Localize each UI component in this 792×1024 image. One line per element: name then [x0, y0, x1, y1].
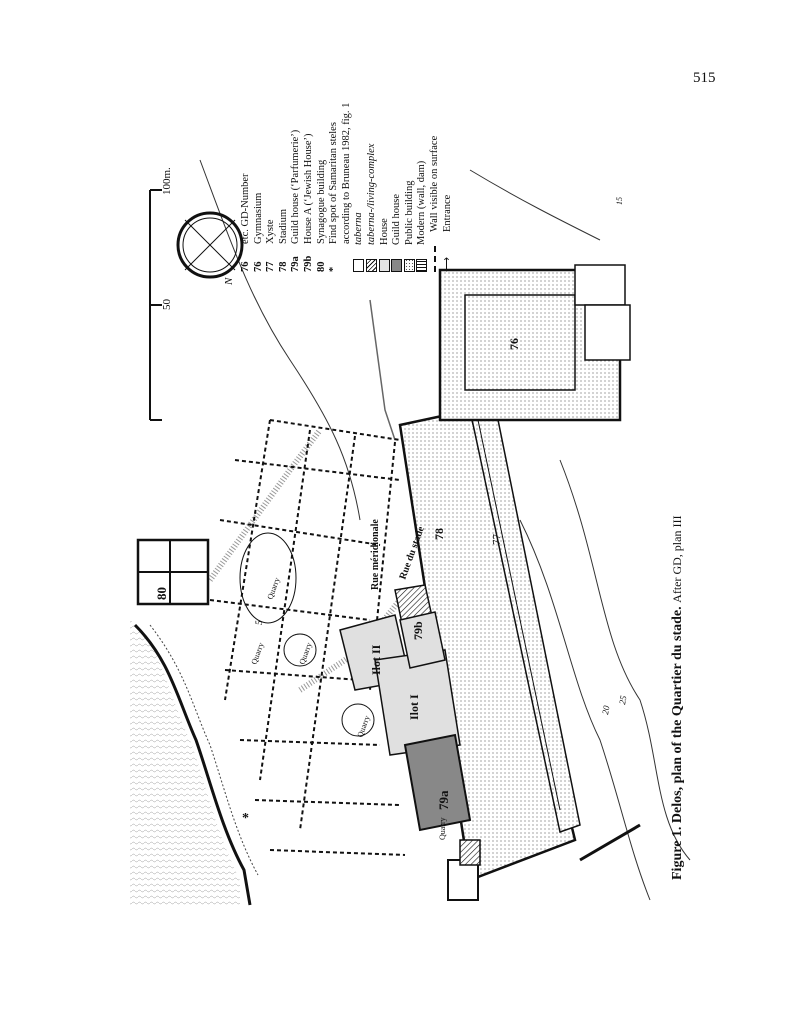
xyste-track — [477, 419, 561, 811]
legend-row: * Find spot of Samaritan steles — [328, 103, 341, 272]
label-guild-house: 79a — [436, 790, 451, 810]
label-quarry: Quarry — [265, 576, 281, 600]
quarry-pit — [239, 532, 297, 624]
legend-code: * — [328, 266, 340, 272]
legend-text: taberna — [353, 212, 365, 245]
synagogue-building-80 — [136, 538, 210, 606]
label-contour-20: 20 — [600, 704, 611, 715]
label-synagogue: 80 — [154, 587, 169, 600]
legend-text: etc. GD-Number — [240, 173, 251, 244]
legend-row: 76 etc. GD-Number — [240, 103, 253, 272]
figure-caption: Figure 1. Delos, plan of the Quartier du… — [670, 516, 686, 880]
label-gymnasium: 76 — [507, 338, 521, 350]
legend-row: 79b House A (‘Jewish House’) — [303, 103, 316, 272]
legend-code: 80 — [315, 261, 327, 273]
legend-row: House — [379, 103, 392, 272]
legend-swatch — [366, 259, 378, 272]
scale-label-50: 50 — [161, 299, 173, 311]
contour-line — [469, 169, 601, 241]
legend-row: taberna-/living-complex — [366, 103, 379, 272]
legend-swatch — [403, 259, 415, 272]
surface-walls — [209, 419, 406, 856]
label-house-a: 79b — [411, 621, 425, 640]
north-arrow — [176, 211, 244, 279]
legend-code: 78 — [277, 261, 289, 273]
quarry-pit — [283, 633, 317, 667]
legend-swatch: ⟶ — [441, 256, 453, 272]
contour-line — [519, 519, 651, 901]
north-label: N — [223, 277, 235, 286]
legend-row: ⟶ Entrance — [442, 103, 455, 272]
find-spot-star: * — [242, 811, 249, 826]
south-buildings — [447, 839, 481, 901]
label-ilot-1: Ilot I — [407, 694, 421, 720]
scale-label-100: 100m. — [161, 167, 173, 195]
legend-row: 76 Gymnasium — [253, 103, 266, 272]
modern-road — [369, 299, 396, 441]
label-ilot-2: Ilot II — [369, 644, 383, 675]
caption-bold: Figure 1. Delos, plan of the Quartier du… — [670, 606, 685, 880]
legend-code: 77 — [265, 261, 277, 273]
stadium-entrance — [579, 823, 641, 862]
scale-bar — [149, 189, 162, 421]
coastline — [133, 623, 252, 906]
map-legend: 76 etc. GD-Number 76 Gymnasium 77 Xyste 78 Stad… — [240, 103, 454, 272]
legend-row: 80 Synagogue building — [316, 103, 329, 272]
quarry-pit — [341, 703, 375, 737]
legend-row: Public building — [404, 103, 417, 272]
legend-text: according to Bruneau 1982, fig. 1 — [340, 102, 352, 244]
label-quarry: Quarry — [438, 817, 447, 840]
legend-text: Entrance — [441, 194, 453, 232]
legend-swatch — [416, 259, 428, 272]
legend-text: taberna-/living-complex — [365, 143, 377, 245]
legend-text: Modern (wall, dam) — [416, 160, 428, 245]
legend-text: Find spot of Samaritan steles — [328, 122, 340, 244]
guild-house-79a — [403, 733, 472, 832]
legend-swatch — [378, 259, 390, 272]
legend-text: Stadium — [277, 208, 289, 244]
modern-dam — [207, 428, 323, 582]
legend-swatch — [391, 259, 403, 272]
legend-text: Xyste — [265, 219, 277, 245]
label-rue-meridionale: Rue méridionale — [370, 519, 381, 590]
legend-row: according to Bruneau 1982, fig. 1 — [341, 103, 354, 272]
legend-rows: 76 etc. GD-Number 76 Gymnasium 77 Xyste 78 Stad… — [240, 103, 454, 272]
legend-code: 79a — [290, 256, 302, 272]
caption-source: After GD, plan III — [670, 515, 684, 603]
label-quarry: Quarry — [249, 641, 265, 665]
legend-text: Public building — [403, 180, 415, 245]
label-contour-25: 25 — [617, 694, 628, 705]
legend-code: 76 — [252, 261, 264, 273]
page-number: 515 — [693, 70, 716, 86]
legend-text: Wall visible on surface — [428, 135, 440, 232]
label-contour-5: 5 — [254, 620, 264, 625]
house-79b — [399, 611, 446, 669]
legend-swatch — [353, 259, 365, 272]
legend-row: taberna — [353, 103, 366, 272]
legend-code: 76 — [240, 261, 251, 273]
legend-text: Guild house — [391, 193, 403, 245]
legend-code: 79b — [302, 255, 314, 272]
legend-row: Guild house — [391, 103, 404, 272]
legend-row: 78 Stadium — [278, 103, 291, 272]
legend-text: House A (‘Jewish House’) — [302, 133, 314, 244]
legend-row: 79a Guild house (‘Parfumerie’) — [290, 103, 303, 272]
legend-row: Wall visible on surface — [429, 103, 442, 272]
contour-line — [559, 459, 691, 861]
sea-area — [130, 620, 240, 905]
gymnasium-76 — [438, 264, 631, 422]
legend-row: 77 Xyste — [265, 103, 278, 273]
legend-text: Guild house (‘Parfumerie’) — [290, 129, 302, 244]
label-stadium: 78 — [432, 528, 446, 540]
legend-row: Modern (wall, dam) — [416, 103, 429, 272]
label-xyste: 77 — [491, 534, 503, 546]
legend-text: Synagogue building — [315, 159, 327, 244]
label-quarry: Quarry — [355, 714, 371, 738]
legend-swatch — [433, 246, 436, 272]
label-contour-15: 15 — [615, 197, 624, 205]
legend-text: House — [378, 218, 390, 245]
contour-line — [199, 159, 361, 521]
legend-text: Gymnasium — [252, 192, 264, 244]
